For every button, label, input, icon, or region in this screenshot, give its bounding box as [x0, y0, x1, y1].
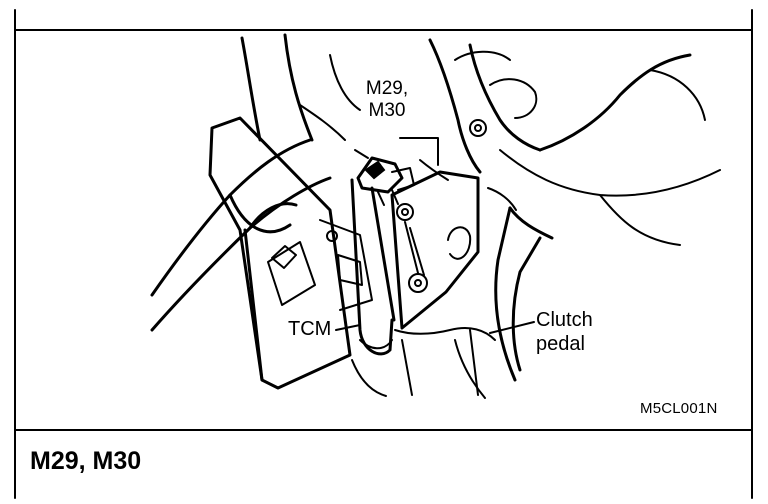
connector-drawing	[354, 137, 449, 206]
tcm-leader-line	[335, 324, 361, 331]
figure-caption: M29, M30	[30, 447, 142, 475]
clutch-pedal-leader-line	[489, 321, 535, 334]
figure-code: M5CL001N	[640, 400, 718, 417]
dash-structure-drawing	[428, 38, 721, 246]
tcm-label: TCM	[288, 318, 332, 340]
tcm-module-drawing	[208, 116, 373, 390]
frame-border	[14, 9, 753, 499]
leader-lines	[335, 321, 535, 334]
connector-label: M29, M30	[365, 78, 409, 121]
steering-column-drawing	[240, 33, 361, 142]
bracket-drawing	[350, 170, 480, 356]
clutch-pedal-drawing	[454, 187, 554, 399]
lower-body-drawing	[351, 327, 496, 397]
clutch-pedal-label: Clutch pedal	[536, 309, 593, 355]
